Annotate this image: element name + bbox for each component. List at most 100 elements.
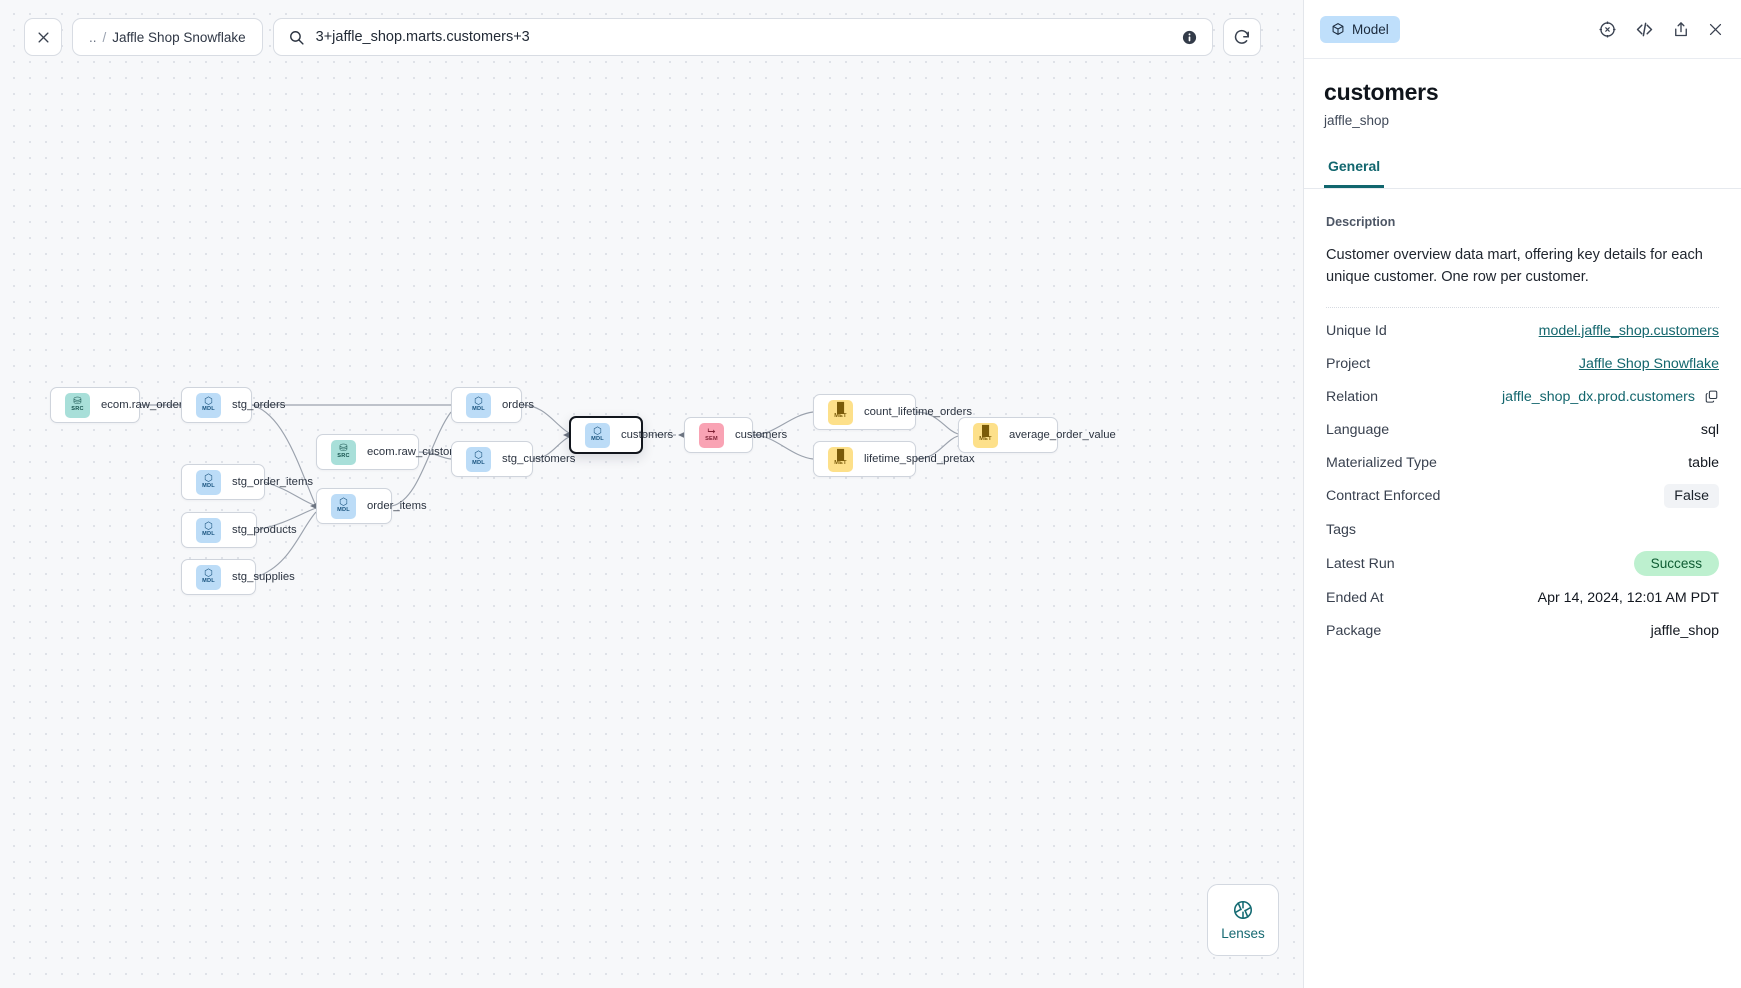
graph-node-lifetime_spend_pretax[interactable]: █MET lifetime_spend_pretax (813, 441, 975, 477)
lineage-canvas[interactable]: .. / Jaffle Shop Snowflake (0, 0, 1303, 988)
property-key: Language (1326, 421, 1390, 438)
property-value: table (1688, 454, 1719, 471)
node-type-tag: SRC (337, 453, 350, 460)
met-badge-icon: █MET (973, 422, 998, 448)
breadcrumb-project: Jaffle Shop Snowflake (112, 29, 246, 45)
sem-badge-icon: ⮡SEM (699, 422, 724, 448)
property-key: Ended At (1326, 589, 1384, 606)
lenses-button[interactable]: Lenses (1207, 884, 1279, 956)
tab-general[interactable]: General (1324, 158, 1385, 188)
breadcrumb[interactable]: .. / Jaffle Shop Snowflake (72, 18, 263, 56)
details-panel-header: Model (1304, 0, 1741, 59)
property-value-wrap: sql (1701, 422, 1719, 438)
property-row: Language sql (1326, 413, 1719, 446)
node-label: orders (502, 399, 535, 411)
page-subtitle: jaffle_shop (1324, 113, 1390, 128)
mdl-badge-icon: ⬡MDL (196, 564, 221, 590)
node-type-tag: MET (834, 460, 847, 467)
details-tabs: General (1304, 158, 1741, 189)
mdl-badge-icon: ⬡MDL (196, 517, 221, 543)
mdl-badge-icon: ⬡MDL (466, 446, 491, 472)
property-value-wrap: Jaffle Shop Snowflake (1579, 356, 1719, 372)
met-badge-icon: █MET (828, 446, 853, 472)
property-value-link[interactable]: Jaffle Shop Snowflake (1578, 355, 1719, 372)
copy-icon[interactable] (1704, 389, 1719, 404)
property-row: Ended At Apr 14, 2024, 12:01 AM PDT (1326, 581, 1719, 614)
graph-node-stg_customers[interactable]: ⬡MDL stg_customers (451, 441, 575, 477)
node-label: count_lifetime_orders (864, 406, 973, 418)
cube-icon (1332, 23, 1344, 35)
property-row: Materialized Type table (1326, 446, 1719, 479)
node-label: customers (621, 429, 674, 441)
property-value-wrap: Success (1633, 551, 1719, 577)
property-value-link[interactable]: model.jaffle_shop.customers (1538, 322, 1719, 339)
close-icon (37, 31, 49, 43)
info-icon[interactable] (1181, 29, 1198, 46)
node-label: lifetime_spend_pretax (864, 453, 975, 465)
property-value-wrap: Apr 14, 2024, 12:01 AM PDT (1538, 590, 1719, 606)
node-label: customers (735, 429, 788, 441)
graph-node-stg_order_items[interactable]: ⬡MDL stg_order_items (181, 464, 313, 500)
close-graph-button[interactable] (24, 18, 62, 56)
close-icon[interactable] (1707, 21, 1724, 38)
mdl-badge-icon: ⬡MDL (466, 392, 491, 418)
graph-node-orders[interactable]: ⬡MDL orders (451, 387, 534, 423)
search-input[interactable] (315, 29, 1170, 45)
property-key: Relation (1326, 388, 1379, 405)
search-icon (289, 30, 304, 45)
refresh-button[interactable] (1222, 18, 1261, 56)
graph-node-customers_model[interactable]: ⬡MDL customers (569, 416, 673, 454)
graph-node-customers_semantic[interactable]: ⮡SEM customers (684, 417, 787, 453)
details-panel-title-block: customers jaffle_shop (1304, 59, 1741, 128)
property-key: Materialized Type (1326, 454, 1437, 471)
src-badge-icon: ⛁SRC (331, 439, 356, 465)
node-label: stg_order_items (232, 476, 313, 488)
property-value: sql (1700, 421, 1719, 438)
node-type-tag: MET (979, 436, 992, 443)
share-icon[interactable] (1672, 20, 1690, 39)
node-type-tag: MDL (202, 483, 215, 490)
breadcrumb-parent: .. (89, 29, 97, 45)
node-label: stg_customers (502, 453, 576, 465)
node-kind-label: Model (1352, 21, 1389, 37)
property-value-wrap: jaffle_shop_dx.prod.customers (1502, 389, 1719, 405)
status-badge: Success (1633, 551, 1719, 577)
node-type-tag: SEM (705, 436, 718, 443)
property-value-wrap: jaffle_shop (1651, 623, 1719, 639)
property-value-wrap: False (1664, 484, 1719, 509)
node-type-tag: MDL (472, 406, 485, 413)
refresh-icon (1234, 29, 1249, 44)
code-icon[interactable] (1634, 20, 1655, 39)
property-key: Tags (1326, 521, 1356, 538)
property-value-wrap: model.jaffle_shop.customers (1539, 323, 1719, 339)
node-type-tag: MDL (591, 436, 604, 443)
search-bar[interactable] (272, 18, 1213, 56)
property-row: Relation jaffle_shop_dx.prod.customers (1326, 380, 1719, 413)
breadcrumb-separator: / (102, 29, 107, 45)
property-value-chip: False (1664, 484, 1719, 509)
focus-icon[interactable] (1598, 20, 1617, 39)
property-value: jaffle_shop (1650, 622, 1719, 639)
mdl-badge-icon: ⬡MDL (196, 469, 221, 495)
description-label: Description (1326, 215, 1396, 229)
property-value-link[interactable]: jaffle_shop_dx.prod.customers (1502, 388, 1695, 405)
mdl-badge-icon: ⬡MDL (585, 422, 610, 448)
node-type-tag: SRC (71, 406, 84, 413)
details-panel: Model (1303, 0, 1741, 988)
node-type-tag: MDL (202, 578, 215, 585)
